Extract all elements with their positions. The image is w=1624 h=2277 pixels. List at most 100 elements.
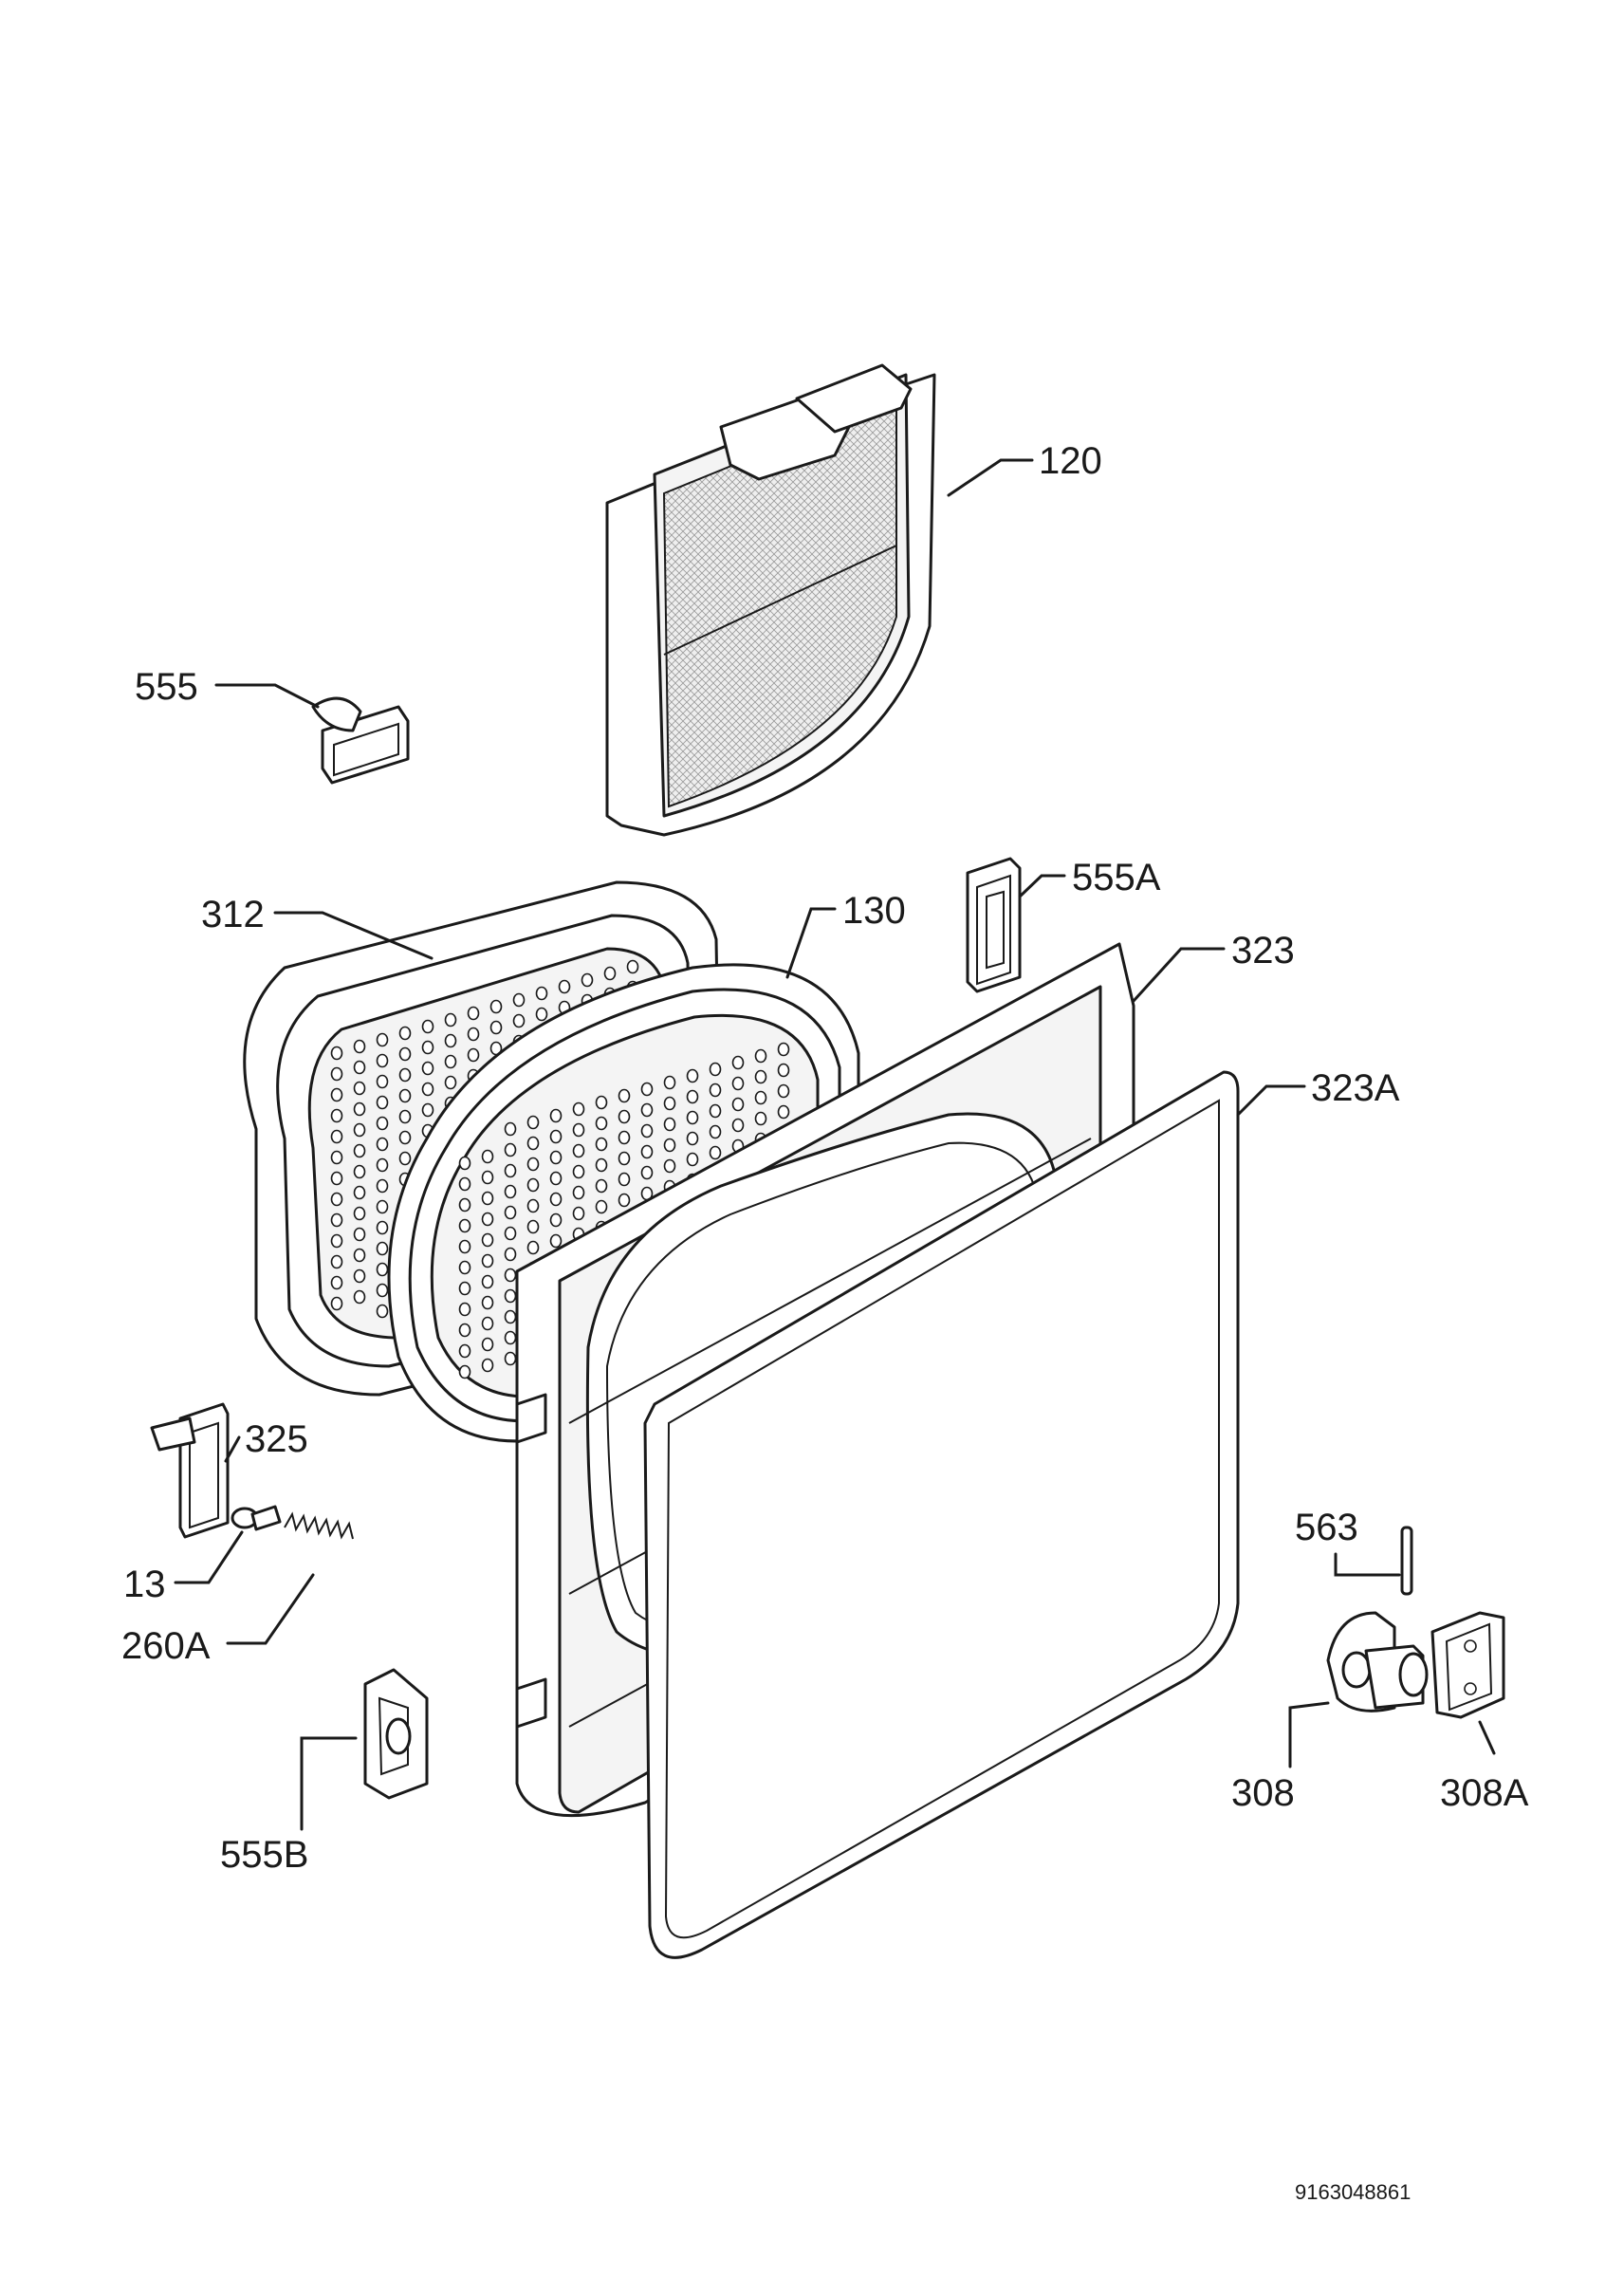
perforation-hole [458,1176,471,1192]
perforation-hole [458,1281,471,1296]
perforation-hole [686,1131,699,1146]
perforation-hole [421,1040,434,1055]
perforation-hole [731,1097,745,1112]
label-260A: 260A [121,1625,211,1667]
perforation-hole [549,1171,563,1186]
perforation-hole [526,1157,540,1172]
label-325: 325 [245,1418,308,1460]
perforation-hole [709,1083,722,1098]
perforation-hole [353,1122,366,1138]
screw-13 [231,1505,282,1531]
perforation-hole [481,1337,494,1352]
perforation-hole [330,1066,343,1082]
perforation-hole [504,1330,517,1345]
perforation-hole [663,1117,676,1132]
perforation-hole [398,1109,412,1124]
perforation-hole [376,1116,389,1131]
perforation-hole [467,1027,480,1042]
perforation-hole [663,1096,676,1111]
leader-308 [1288,1701,1330,1768]
perforation-hole [581,972,594,988]
leader-13 [174,1530,244,1584]
perforation-hole [504,1163,517,1178]
perforation-hole [640,1165,654,1180]
perforation-hole [504,1142,517,1157]
perforation-hole [504,1247,517,1262]
perforation-hole [421,1102,434,1118]
perforation-hole [549,1213,563,1228]
perforation-hole [467,1006,480,1021]
perforation-hole [481,1316,494,1331]
perforation-hole [663,1158,676,1174]
perforation-hole [481,1170,494,1185]
pin-563 [1400,1526,1413,1596]
perforation-hole [526,1177,540,1193]
perforation-hole [376,1095,389,1110]
leader-555 [214,683,320,709]
leader-563 [1334,1552,1401,1577]
perforation-hole [618,1172,631,1187]
leader-325 [224,1435,241,1463]
perforation-hole [504,1184,517,1199]
perforation-hole [618,1130,631,1145]
perforation-hole [549,1233,563,1249]
perforation-hole [754,1069,767,1084]
perforation-hole [686,1152,699,1167]
perforation-hole [353,1227,366,1242]
perforation-hole [709,1145,722,1160]
perforation-hole [595,1178,608,1194]
label-308: 308 [1231,1772,1295,1814]
perforation-hole [526,1198,540,1213]
perforation-hole [376,1157,389,1173]
filter-frame-120 [605,363,936,837]
perforation-hole [640,1082,654,1097]
perforation-hole [754,1090,767,1105]
perforation-hole [376,1241,389,1256]
label-120: 120 [1039,440,1102,482]
perforation-hole [777,1063,790,1078]
perforation-hole [603,966,617,981]
perforation-hole [504,1121,517,1137]
label-323A: 323A [1311,1067,1400,1109]
perforation-hole [330,1275,343,1290]
leader-120 [947,458,1034,497]
perforation-hole [458,1156,471,1171]
perforation-hole [353,1143,366,1158]
perforation-hole [398,1088,412,1103]
perforation-hole [535,1007,548,1022]
perforation-hole [512,992,526,1008]
perforation-hole [458,1218,471,1233]
perforation-hole [618,1109,631,1124]
perforation-hole [731,1118,745,1133]
perforation-hole [481,1191,494,1206]
perforation-hole [572,1143,585,1158]
perforation-hole [376,1283,389,1298]
perforation-hole [526,1240,540,1255]
label-555A: 555A [1072,857,1161,898]
perforation-hole [444,1033,457,1048]
perforation-hole [481,1253,494,1268]
perforation-hole [330,1046,343,1061]
perforation-hole [777,1104,790,1120]
leader-308A [1478,1720,1496,1755]
perforation-hole [444,1075,457,1090]
perforation-hole [353,1101,366,1117]
label-323: 323 [1231,930,1295,972]
perforation-hole [572,1185,585,1200]
perforation-hole [398,1067,412,1083]
perforation-hole [330,1108,343,1123]
perforation-hole [640,1102,654,1118]
leader-555A [1018,874,1066,898]
perforation-hole [663,1138,676,1153]
perforation-hole [549,1192,563,1207]
perforation-hole [458,1197,471,1213]
leader-130 [785,907,837,979]
perforation-hole [330,1213,343,1228]
perforation-hole [595,1116,608,1131]
perforation-hole [504,1205,517,1220]
perforation-hole [504,1309,517,1324]
label-13: 13 [123,1564,166,1605]
clip-555B [363,1668,429,1800]
clip-555 [311,696,410,785]
label-555: 555 [135,666,198,708]
